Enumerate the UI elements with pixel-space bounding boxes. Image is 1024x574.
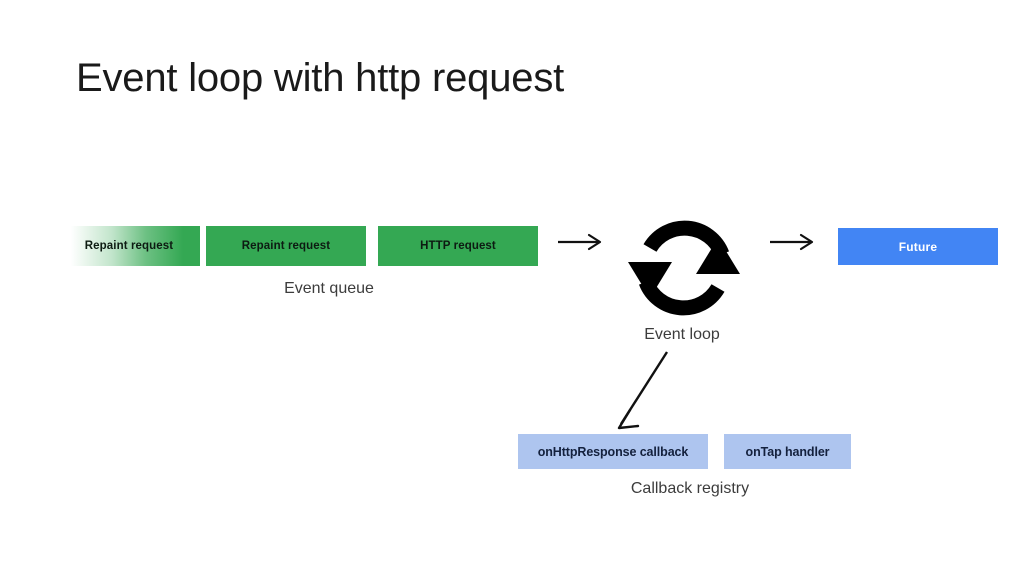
event-queue-item-1[interactable]: Repaint request — [58, 226, 200, 266]
future-box[interactable]: Future — [838, 228, 998, 265]
event-queue-caption: Event queue — [284, 280, 374, 297]
circular-loop-icon — [628, 220, 740, 316]
callback-registry-item-1[interactable]: onHttpResponse callback — [518, 434, 708, 469]
callback-registry-item-2-label: onTap handler — [745, 444, 830, 459]
loop-to-future-arrow — [770, 233, 814, 251]
page-title: Event loop with http request — [76, 56, 565, 100]
callback-registry-caption: Callback registry — [630, 480, 750, 497]
loop-to-callback-arrow — [617, 351, 669, 430]
event-loop-caption: Event loop — [644, 326, 720, 343]
callback-registry-item-2[interactable]: onTap handler — [724, 434, 851, 469]
event-queue-item-3[interactable]: HTTP request — [378, 226, 538, 266]
callback-registry-item-1-label: onHttpResponse callback — [537, 444, 689, 459]
event-queue-item-1-label: Repaint request — [84, 240, 174, 252]
future-label: Future — [898, 239, 938, 254]
event-queue-item-2-label: Repaint request — [241, 240, 331, 252]
event-queue-item-3-label: HTTP request — [420, 240, 496, 252]
event-queue-item-2[interactable]: Repaint request — [206, 226, 366, 266]
queue-to-loop-arrow — [558, 233, 602, 251]
